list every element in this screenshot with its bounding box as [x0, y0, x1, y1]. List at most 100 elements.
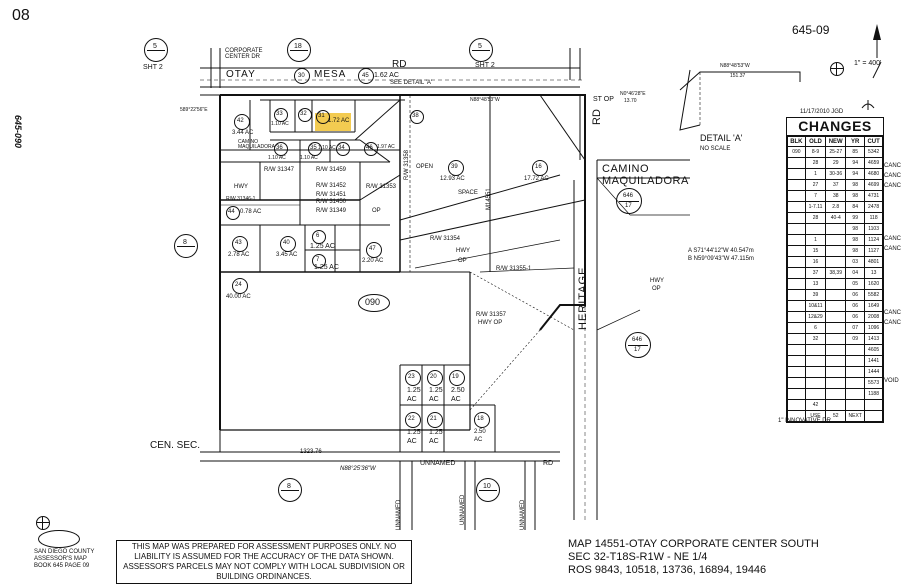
changes-row: 4605: [787, 344, 883, 356]
changes-cell: [787, 300, 806, 312]
sheet-ref-number: 8: [287, 483, 291, 490]
changes-cell: 5573: [864, 377, 883, 389]
side-label: 645-090: [13, 115, 23, 149]
changes-cell: [787, 212, 806, 224]
changes-cell: 84: [845, 201, 866, 213]
space-label: SPACE: [458, 190, 478, 196]
changes-cell: [787, 355, 806, 367]
disclaimer-box: THIS MAP WAS PREPARED FOR ASSESSMENT PUR…: [116, 540, 412, 584]
changes-cell: [825, 322, 847, 334]
changes-cell: 1124: [864, 234, 883, 246]
cancel-label: CANC: [884, 236, 902, 242]
road-name-rd: RD: [392, 59, 407, 70]
changes-row: 42: [787, 399, 883, 411]
changes-cell: [825, 234, 847, 246]
changes-cell: 85: [845, 146, 866, 158]
changes-cell: 06: [845, 311, 866, 323]
sheet-ref-label: 17: [634, 347, 641, 353]
sheet-ref-circle[interactable]: 18: [287, 38, 311, 62]
cancel-label: CANC: [884, 320, 902, 326]
sheet-ref-circle[interactable]: 10: [476, 478, 500, 502]
changes-cell: 98: [845, 179, 866, 191]
sheet-ref-circle[interactable]: 646 17: [616, 188, 642, 214]
changes-cell: 1649: [864, 300, 883, 312]
rw-label: R/W 31450: [316, 199, 347, 205]
changes-cell: 98: [845, 223, 866, 235]
changes-cell: [825, 344, 847, 356]
curve-note-a: A S71°44'12"W 40.547m: [688, 248, 754, 254]
assessor-seal: [38, 530, 80, 548]
changes-cell: [787, 234, 806, 246]
changes-cell: [787, 223, 806, 235]
changes-row: 5573: [787, 377, 883, 389]
sheet-ref-circle[interactable]: 5: [144, 38, 168, 62]
changes-cell: [787, 179, 806, 191]
sheet-ref-label: SHT 2: [475, 62, 495, 69]
sheet-ref-circle[interactable]: 5: [469, 38, 493, 62]
col-header: BLK: [787, 136, 806, 147]
road-acreage: 1.62 AC: [374, 72, 399, 79]
changes-cell: 38,39: [825, 267, 847, 279]
changes-cell: 4659: [864, 157, 883, 169]
sheet-ref-number: 646: [632, 337, 643, 343]
changes-cell: [825, 377, 847, 389]
camino-label-small: CAMINO MAQUILADORA: [238, 139, 275, 150]
sheet-ref-circle[interactable]: 646 17: [625, 332, 651, 358]
void-label: VOID: [884, 378, 899, 384]
rw-label: R/W 31347: [264, 167, 295, 173]
changes-cell: 27: [804, 179, 827, 191]
road-name-corporate-center: CORPORATE CENTER DR: [225, 48, 263, 60]
changes-cell: [787, 377, 806, 389]
cancel-label: CANC: [884, 310, 902, 316]
changes-cell: [804, 366, 827, 378]
road-name-rd-bottom: RD: [543, 460, 554, 467]
changes-cell: [845, 366, 866, 378]
scale-note: 1" = 400': [854, 60, 882, 67]
sheet-ref-number: 5: [478, 43, 482, 50]
hwy-label: HWY: [456, 248, 470, 254]
distance-label: 1323.76: [300, 449, 322, 455]
sheet-ref-number: 8: [183, 239, 187, 246]
changes-cell: 10&11: [804, 300, 827, 312]
open-label: OPEN: [416, 164, 434, 170]
sheet-ref-circle[interactable]: 8: [174, 234, 198, 258]
north-arrow-icon: [830, 62, 844, 76]
changes-cell: [787, 190, 806, 202]
changes-cell: [787, 289, 806, 301]
rw-label: R/W 31354: [430, 236, 461, 242]
sheet-id: 645-09: [792, 23, 830, 37]
rw-label: R/W 31346-1: [226, 196, 256, 202]
changes-cell: 07: [845, 322, 866, 334]
see-detail-note: SEE DETAIL 'A': [390, 80, 432, 86]
block-number-oval[interactable]: 090: [358, 294, 390, 312]
cancel-label: CANC: [884, 246, 902, 252]
changes-cell: 1188: [864, 388, 883, 400]
sheet-ref-label: SHT 2: [143, 64, 163, 71]
changes-cell: [864, 410, 883, 422]
changes-cell: 29: [825, 157, 847, 169]
changes-cell: 94: [845, 168, 866, 180]
changes-cell: 1444: [864, 366, 883, 378]
changes-cell: 4801: [864, 256, 883, 268]
sheet-ref-circle[interactable]: 8: [278, 478, 302, 502]
changes-cell: 42: [804, 399, 827, 411]
changes-cell: 5582: [864, 289, 883, 301]
changes-cell: [845, 399, 866, 411]
unnamed-road-label: UNNAMED: [420, 460, 456, 467]
changes-cell: [787, 322, 806, 334]
hwy-label: HWY: [650, 278, 664, 284]
rw-label: R/W 31459: [316, 167, 347, 173]
